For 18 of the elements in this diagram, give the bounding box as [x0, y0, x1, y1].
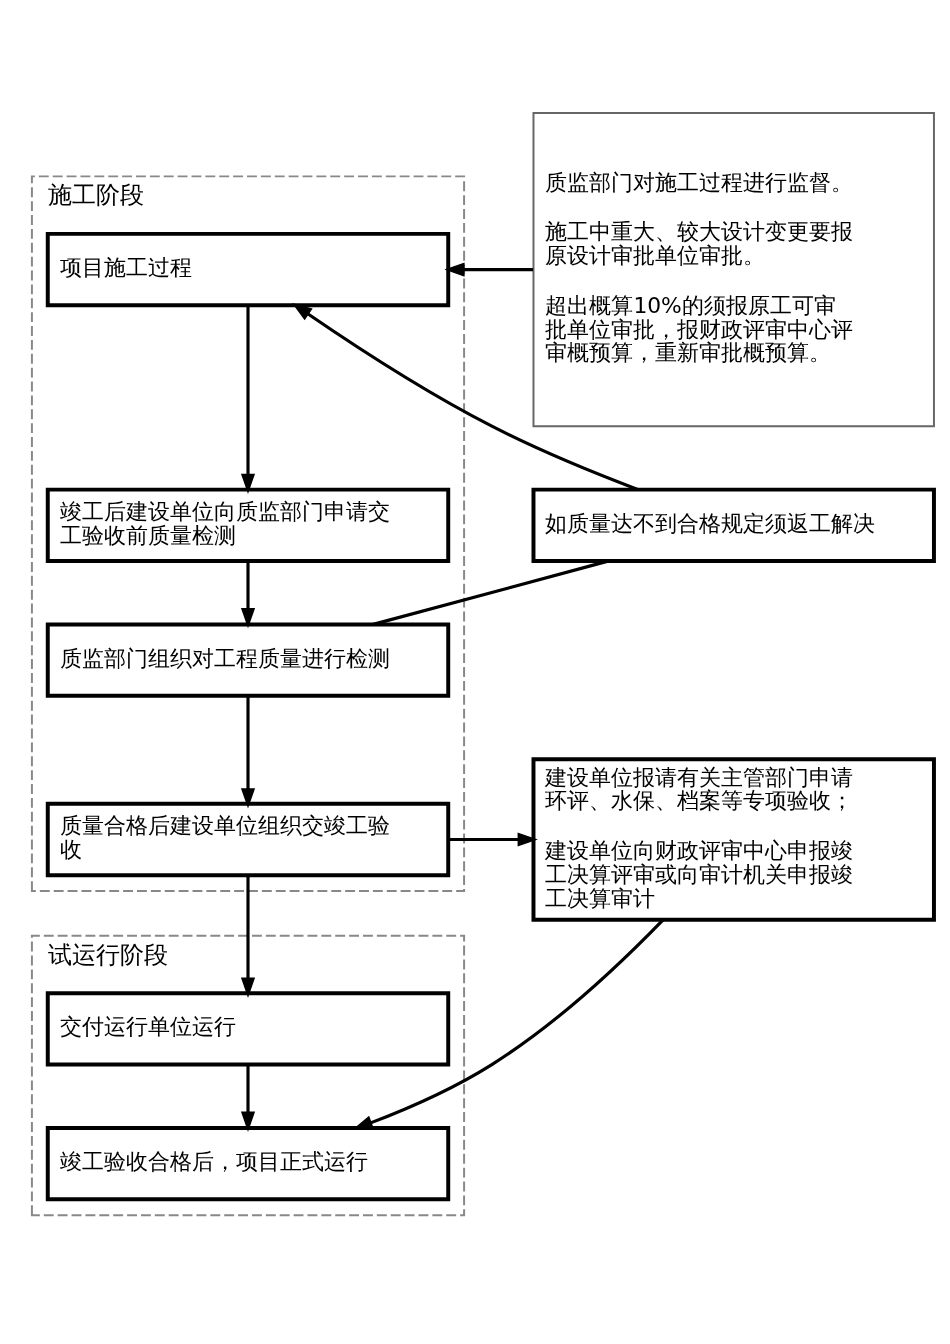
node-box: 竣工后建设单位向质监部门申请交工验收前质量检测 — [45, 487, 451, 563]
node-box: 质监部门组织对工程质量进行检测 — [45, 622, 451, 698]
arrow — [240, 561, 256, 629]
node-box: 项目施工过程 — [45, 231, 451, 308]
node-box: 如质量达不到合格规定须返工解决 — [531, 487, 936, 563]
node-box: 竣工验收合格后，项目正式运行 — [45, 1126, 451, 1202]
node-box: 建设单位报请有关主管部门申请环评、水保、档案等专项验收； 建设单位向财政评审中心申报竣工决算评审或向审计机关申报竣工决算审计 — [531, 757, 936, 922]
arrow — [240, 875, 256, 998]
node-box: 质量合格后建设单位组织交竣工验收 — [45, 801, 451, 878]
arrow — [240, 305, 256, 494]
node-box: 交付运行单位运行 — [45, 991, 451, 1067]
arrow — [292, 302, 639, 491]
arrow — [449, 832, 538, 847]
arrow — [240, 695, 256, 809]
arrow — [240, 1065, 256, 1132]
arrow — [444, 262, 534, 277]
connector — [372, 559, 609, 626]
node-box: 质监部门对施工过程进行监督。 施工中重大、较大设计变更要报原设计审批单位审批。 超出概算10%的须报原工可审批单位审批，报财政评审中心评审概预算，重新审批概预算。 — [532, 111, 935, 428]
